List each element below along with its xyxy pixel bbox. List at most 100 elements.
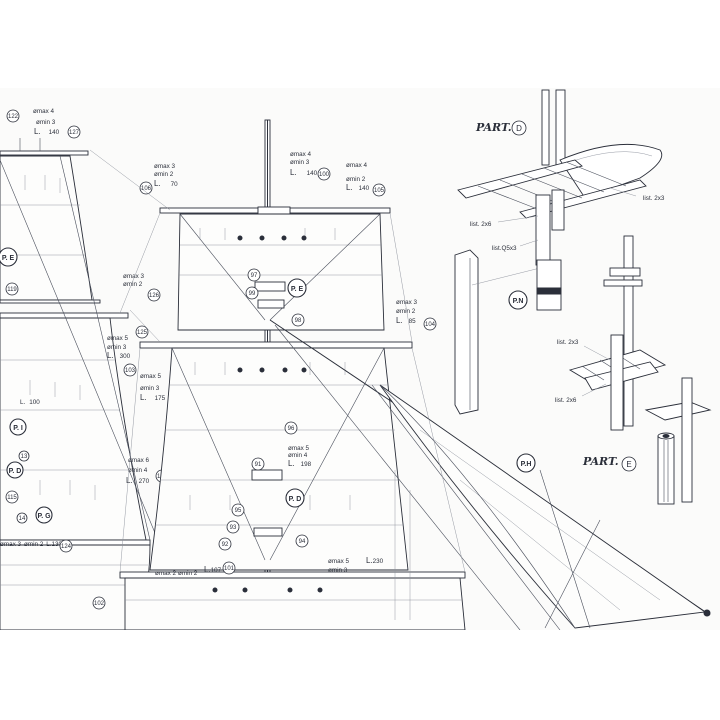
part-d-heading: PART.	[475, 121, 512, 134]
svg-text:97: 97	[251, 273, 258, 279]
svg-text:ømax 3: ømax 3	[123, 273, 144, 280]
svg-text:92: 92	[222, 542, 229, 548]
svg-text:P. D: P. D	[9, 468, 22, 475]
svg-text:96: 96	[288, 426, 295, 432]
svg-text:ømin 4: ømin 4	[288, 452, 308, 459]
svg-text:P. G: P. G	[37, 513, 51, 520]
part-pd-main-marker	[285, 488, 305, 508]
svg-text:L.140: L.140	[34, 127, 60, 136]
svg-text:93: 93	[230, 525, 237, 531]
svg-text:ømin 2: ømin 2	[123, 281, 143, 288]
svg-text:L.140: L.140	[290, 168, 318, 177]
svg-text:list.Q5x3: list.Q5x3	[492, 245, 517, 252]
fore-yard	[0, 539, 151, 546]
main-mast-rigging: ømax 3 ømin 2 L.70 106 ømax 4 ømin 3 L.1…	[119, 119, 711, 630]
svg-text:ømax 5: ømax 5	[140, 373, 161, 380]
svg-text:list. 2x3: list. 2x3	[557, 339, 579, 346]
svg-text:L.198: L.198	[288, 459, 312, 468]
svg-text:ømax 3: ømax 3	[396, 299, 417, 306]
svg-text:101: 101	[224, 566, 235, 572]
svg-text:ømax 5: ømax 5	[328, 558, 349, 565]
svg-text:ømin 3: ømin 3	[328, 567, 348, 574]
svg-text:ømax 4: ømax 4	[290, 151, 311, 158]
svg-text:L.100: L.100	[20, 399, 40, 406]
svg-text:124: 124	[61, 544, 72, 550]
svg-text:ømax 6: ømax 6	[128, 457, 149, 464]
svg-text:L.140: L.140	[346, 183, 370, 192]
part-d-detail: PART. D list. 2x6 list.Q5x3 list. 2x3	[454, 89, 665, 415]
svg-text:P.N: P.N	[513, 298, 524, 305]
svg-text:13: 13	[21, 454, 28, 460]
svg-text:98: 98	[295, 318, 302, 324]
fore-topsail	[0, 317, 147, 541]
crosstree-detail: list. 2x3 list. 2x6	[555, 235, 667, 431]
svg-text:14: 14	[19, 516, 26, 522]
fore-topgallant-yard	[0, 150, 89, 156]
svg-text:L.85: L.85	[396, 316, 416, 325]
svg-text:99: 99	[249, 291, 256, 297]
svg-text:103: 103	[125, 368, 136, 374]
svg-text:ømax 5: ømax 5	[288, 445, 309, 452]
svg-text:L.230: L.230	[366, 556, 384, 565]
main-royal-yard-port	[159, 207, 259, 214]
part-e-detail: PART. E	[582, 377, 712, 505]
svg-text:L.70: L.70	[154, 179, 178, 188]
svg-text:P. E: P. E	[2, 255, 15, 262]
part-pe-main-marker	[287, 278, 307, 298]
part-e-heading: PART.	[582, 455, 619, 468]
svg-text:ømin 3: ømin 3	[290, 159, 310, 166]
svg-text:95: 95	[235, 508, 242, 514]
svg-text:119: 119	[7, 287, 17, 293]
staysails: P.H	[379, 384, 711, 629]
svg-text:122: 122	[8, 114, 19, 120]
svg-text:list. 2x6: list. 2x6	[555, 397, 577, 404]
svg-text:106: 106	[141, 186, 152, 192]
plan-sheet: ømax 4 ømin 3 L.140 122 127 P. E 119 øma…	[0, 88, 720, 630]
svg-text:ømax 3: ømax 3	[154, 163, 175, 170]
svg-text:102: 102	[94, 601, 105, 607]
fore-mast-rigging: ømax 4 ømin 3 L.140 122 127 P. E 119 øma…	[0, 108, 169, 630]
part-pn-marker	[508, 290, 528, 310]
main-topgallant-sail	[177, 213, 385, 331]
svg-text:list. 2x3: list. 2x3	[643, 195, 665, 202]
main-topsail	[149, 347, 409, 571]
cap-piece	[454, 249, 479, 415]
part-ph-marker	[516, 453, 536, 473]
svg-text:L.300: L.300	[107, 351, 131, 360]
svg-text:ømin 2: ømin 2	[154, 171, 174, 178]
main-topsail-yard	[139, 341, 413, 349]
svg-text:100: 100	[319, 172, 330, 178]
svg-text:ømin 4: ømin 4	[128, 467, 148, 474]
svg-text:L.175: L.175	[140, 393, 166, 402]
svg-text:ømin 2: ømin 2	[396, 308, 416, 315]
part-pe-left-marker	[0, 247, 18, 267]
svg-text:ømin 3: ømin 3	[36, 119, 56, 126]
svg-text:P. I: P. I	[13, 425, 23, 432]
svg-text:ømin 3: ømin 3	[140, 385, 160, 392]
svg-text:P. E: P. E	[291, 286, 304, 293]
svg-text:P.H: P.H	[521, 461, 532, 468]
rigging-plan-drawing: ømax 4 ømin 3 L.140 122 127 P. E 119 øma…	[0, 89, 712, 630]
svg-text:L.270: L.270	[126, 476, 150, 485]
svg-text:125: 125	[137, 330, 148, 336]
svg-text:ømax 4: ømax 4	[33, 108, 54, 115]
svg-text:ømax 5: ømax 5	[107, 335, 128, 342]
svg-text:ømax 4: ømax 4	[346, 162, 367, 169]
svg-text:E: E	[626, 460, 631, 469]
svg-text:ømin 3: ømin 3	[107, 344, 127, 351]
svg-text:ømin 2: ømin 2	[346, 176, 366, 183]
svg-text:126: 126	[149, 293, 160, 299]
svg-text:127: 127	[69, 130, 80, 136]
svg-text:list. 2x6: list. 2x6	[470, 221, 492, 228]
main-royal-yard-starboard	[289, 207, 391, 214]
main-staysail	[379, 384, 707, 629]
fore-topgallant-sail	[0, 155, 93, 301]
svg-text:91: 91	[255, 462, 262, 468]
svg-text:94: 94	[299, 539, 306, 545]
svg-text:P. D: P. D	[289, 496, 302, 503]
svg-text:105: 105	[374, 188, 385, 194]
svg-text:115: 115	[7, 495, 17, 501]
svg-text:D: D	[516, 124, 522, 133]
